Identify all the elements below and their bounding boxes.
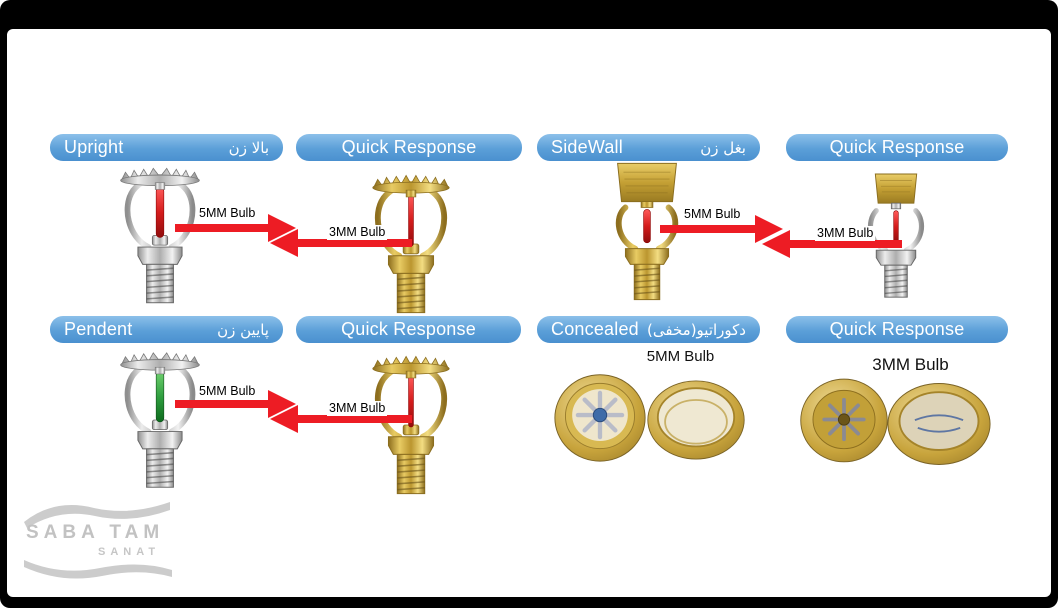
concealed-3mm-cover-ring-photo — [887, 383, 991, 465]
quick-response-label-3: Quick Response — [341, 319, 476, 339]
arrow-pendent-5mm — [175, 390, 296, 418]
sidewall-label: SideWall — [551, 137, 623, 157]
threads — [397, 276, 425, 310]
upright-label: Upright — [64, 137, 124, 157]
upright-5mm-bulb-label: 5MM Bulb — [197, 206, 258, 221]
label-pill-pendent: Pendent پایین زن — [50, 316, 283, 343]
concealed-label-farsi: دکوراتیو(مخفی) — [647, 320, 746, 339]
sidewall-5mm-bulb-label: 5MM Bulb — [682, 207, 743, 222]
threads — [146, 267, 174, 300]
label-pill-sidewall: SideWall بغل زن — [537, 134, 760, 161]
arrow-pendent-qr-3mm — [270, 405, 412, 433]
arrow-sidewall-5mm — [660, 215, 783, 243]
label-pill-quick-response-4: Quick Response — [786, 316, 1008, 343]
concealed-3mm-title: 3MM Bulb — [872, 355, 949, 374]
watermark-title: SABA TAM — [26, 522, 165, 543]
sidewall-qr-3mm-bulb-label: 3MM Bulb — [815, 226, 876, 241]
label-pill-concealed: Concealed دکوراتیو(مخفی) — [537, 316, 760, 343]
upright-sprinkler-photo — [120, 167, 200, 304]
concealed-label: Concealed — [551, 319, 639, 339]
stamped-text-mark — [914, 414, 964, 422]
arrow-upright-5mm — [175, 214, 296, 242]
arrow-sidewall-qr-3mm — [762, 230, 902, 258]
pendent-qr-3mm-bulb-label: 3MM Bulb — [327, 401, 388, 416]
watermark-subtitle: SANAT — [98, 546, 161, 558]
concealed-5mm-cover-ring-photo — [647, 380, 745, 460]
pendent-5mm-bulb-label: 5MM Bulb — [197, 384, 258, 399]
sidewall-sprinkler-photo — [615, 162, 679, 301]
concealed-5mm-cup-photo — [554, 374, 646, 462]
threads — [884, 268, 908, 295]
upright-qr-3mm-bulb-label: 3MM Bulb — [327, 225, 388, 240]
sidewall-plate — [617, 162, 677, 203]
quick-response-label-4: Quick Response — [829, 319, 965, 339]
quick-response-sidewall-sprinkler-photo — [867, 173, 925, 298]
quick-response-pendent-sprinkler-photo — [372, 355, 450, 495]
label-pill-quick-response-2: Quick Response — [786, 134, 1008, 161]
threads — [146, 451, 174, 485]
label-pill-quick-response-1: Quick Response — [296, 134, 522, 161]
concealed-3mm-sprinkler-photo — [800, 378, 888, 463]
glass-bulb-5mm-green — [155, 371, 165, 423]
threads — [397, 457, 425, 491]
quick-response-label-1: Quick Response — [341, 137, 477, 157]
label-pill-upright: Upright بالا زن — [50, 134, 283, 161]
arrow-upright-qr-3mm — [270, 229, 412, 257]
upright-label-farsi: بالا زن — [228, 138, 269, 157]
watermark-saba-tam-sanat: SABA TAM SANAT — [18, 496, 183, 588]
glass-bulb-5mm — [643, 209, 651, 244]
watermark-waves — [24, 502, 172, 579]
sidewall-plate — [874, 173, 918, 204]
pendent-label: Pendent — [64, 319, 133, 339]
pendent-sprinkler-photo — [120, 352, 200, 488]
label-pill-quick-response-3: Quick Response — [296, 316, 521, 343]
content-panel — [7, 29, 1051, 597]
quick-response-label-2: Quick Response — [829, 137, 965, 157]
pendent-label-farsi: پایین زن — [217, 320, 269, 339]
concealed-5mm-title: 5MM Bulb — [646, 348, 715, 365]
threads — [634, 267, 660, 295]
glass-bulb-5mm — [155, 187, 165, 238]
sidewall-label-farsi: بغل زن — [700, 138, 746, 157]
